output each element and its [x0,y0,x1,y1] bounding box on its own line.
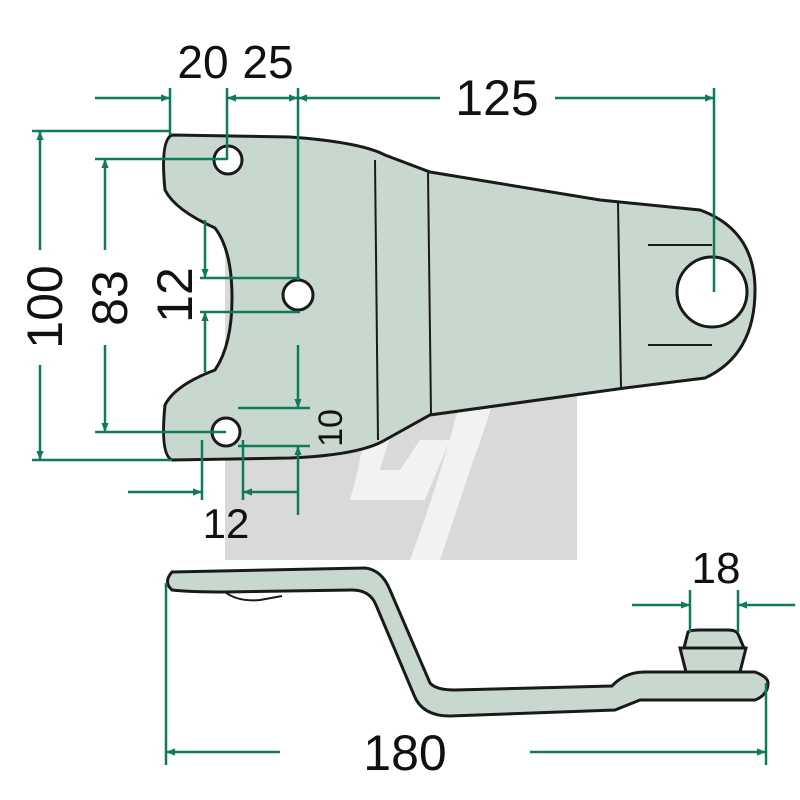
dim-label-125: 125 [455,70,538,126]
bend-line-2 [427,172,432,416]
bracket-plan-outline [162,133,757,462]
dim-label-180: 180 [363,725,446,781]
bend-line-3 [617,201,622,389]
hole-center [281,278,315,312]
pin-collar [678,646,748,674]
dim-label-18: 18 [692,544,741,593]
bend-line-1 [374,159,379,441]
pin-head [682,628,747,650]
bracket-side-view [166,566,770,718]
dim-label-83: 83 [82,270,138,326]
dimension-lines [32,88,795,765]
dim-label-25: 25 [242,36,293,88]
bracket-plan-view [162,133,757,462]
bracket-side-outline [166,566,770,718]
dim-label-12-bottom: 12 [203,500,250,547]
hole-large [675,255,749,329]
dim-label-100: 100 [17,265,73,348]
dim-label-12-vertical: 12 [147,267,203,323]
dim-label-10: 10 [312,409,350,447]
dim-label-20: 20 [177,36,228,88]
side-weld-detail [224,591,283,602]
